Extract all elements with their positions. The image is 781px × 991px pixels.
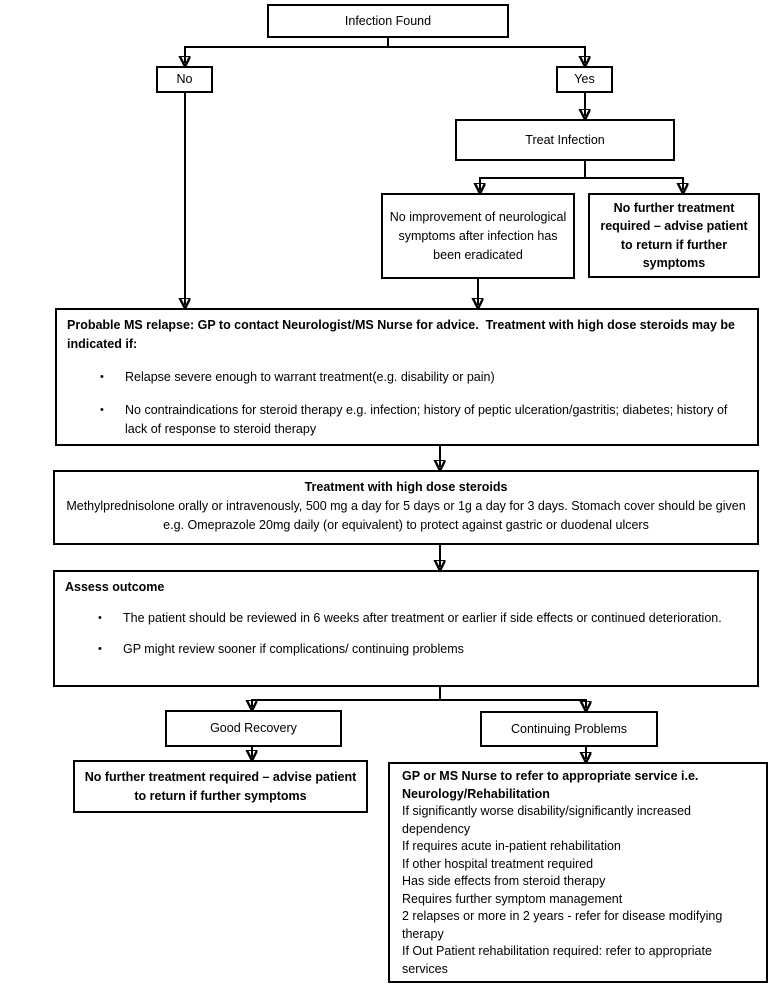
refer-service-line: Has side effects from steroid therapy [402, 874, 606, 888]
refer-service-line: If significantly worse disability/signif… [402, 804, 692, 836]
node-no-further-treatment-top: No further treatment required – advise p… [588, 193, 760, 278]
node-treatment-high-dose-steroids: Treatment with high dose steroids Methyl… [53, 470, 759, 545]
node-treat-infection: Treat Infection [455, 119, 675, 161]
refer-service-line: If other hospital treatment required [402, 856, 594, 871]
node-infection-found: Infection Found [267, 4, 509, 38]
refer-service-heading: GP or MS Nurse to refer to appropriate s… [402, 769, 699, 801]
list-item: • Relapse severe enough to warrant treat… [100, 368, 747, 387]
bullet-icon: • [98, 612, 102, 624]
treatment-heading: Treatment with high dose steroids [304, 480, 508, 494]
assess-outcome-bullet-2: GP might review sooner if complications/… [123, 642, 464, 656]
list-item: • GP might review sooner if complication… [98, 640, 747, 659]
bullet-icon: • [100, 404, 104, 416]
refer-service-line: Requires further symptom management [402, 891, 623, 906]
bullet-icon: • [98, 643, 102, 655]
node-continuing-problems: Continuing Problems [480, 711, 658, 747]
assess-outcome-heading: Assess outcome [65, 580, 165, 594]
node-assess-outcome: Assess outcome • The patient should be r… [53, 570, 759, 687]
bullet-icon: • [100, 371, 104, 383]
probable-relapse-bullet-2: No contraindications for steroid therapy… [125, 403, 728, 436]
refer-service-line: If Out Patient rehabilitation required: … [402, 944, 712, 976]
node-no: No [156, 66, 213, 93]
list-item: • The patient should be reviewed in 6 we… [98, 609, 747, 628]
probable-relapse-bullet-1: Relapse severe enough to warrant treatme… [125, 370, 495, 384]
node-refer-to-service: GP or MS Nurse to refer to appropriate s… [388, 762, 768, 983]
node-no-improvement: No improvement of neurological symptoms … [381, 193, 575, 279]
node-probable-ms-relapse: Probable MS relapse: GP to contact Neuro… [55, 308, 759, 446]
node-good-recovery: Good Recovery [165, 710, 342, 747]
treatment-body: Methylprednisolone orally or intravenous… [66, 499, 746, 532]
assess-outcome-bullet-1: The patient should be reviewed in 6 week… [123, 611, 722, 625]
refer-service-line: If requires acute in-patient rehabilitat… [402, 839, 621, 853]
node-yes: Yes [556, 66, 613, 93]
probable-relapse-heading: Probable MS relapse: GP to contact Neuro… [67, 318, 739, 351]
list-item: • No contraindications for steroid thera… [100, 401, 747, 439]
refer-service-line: 2 relapses or more in 2 years - refer fo… [402, 909, 723, 941]
node-no-further-treatment-bottom: No further treatment required – advise p… [73, 760, 368, 813]
